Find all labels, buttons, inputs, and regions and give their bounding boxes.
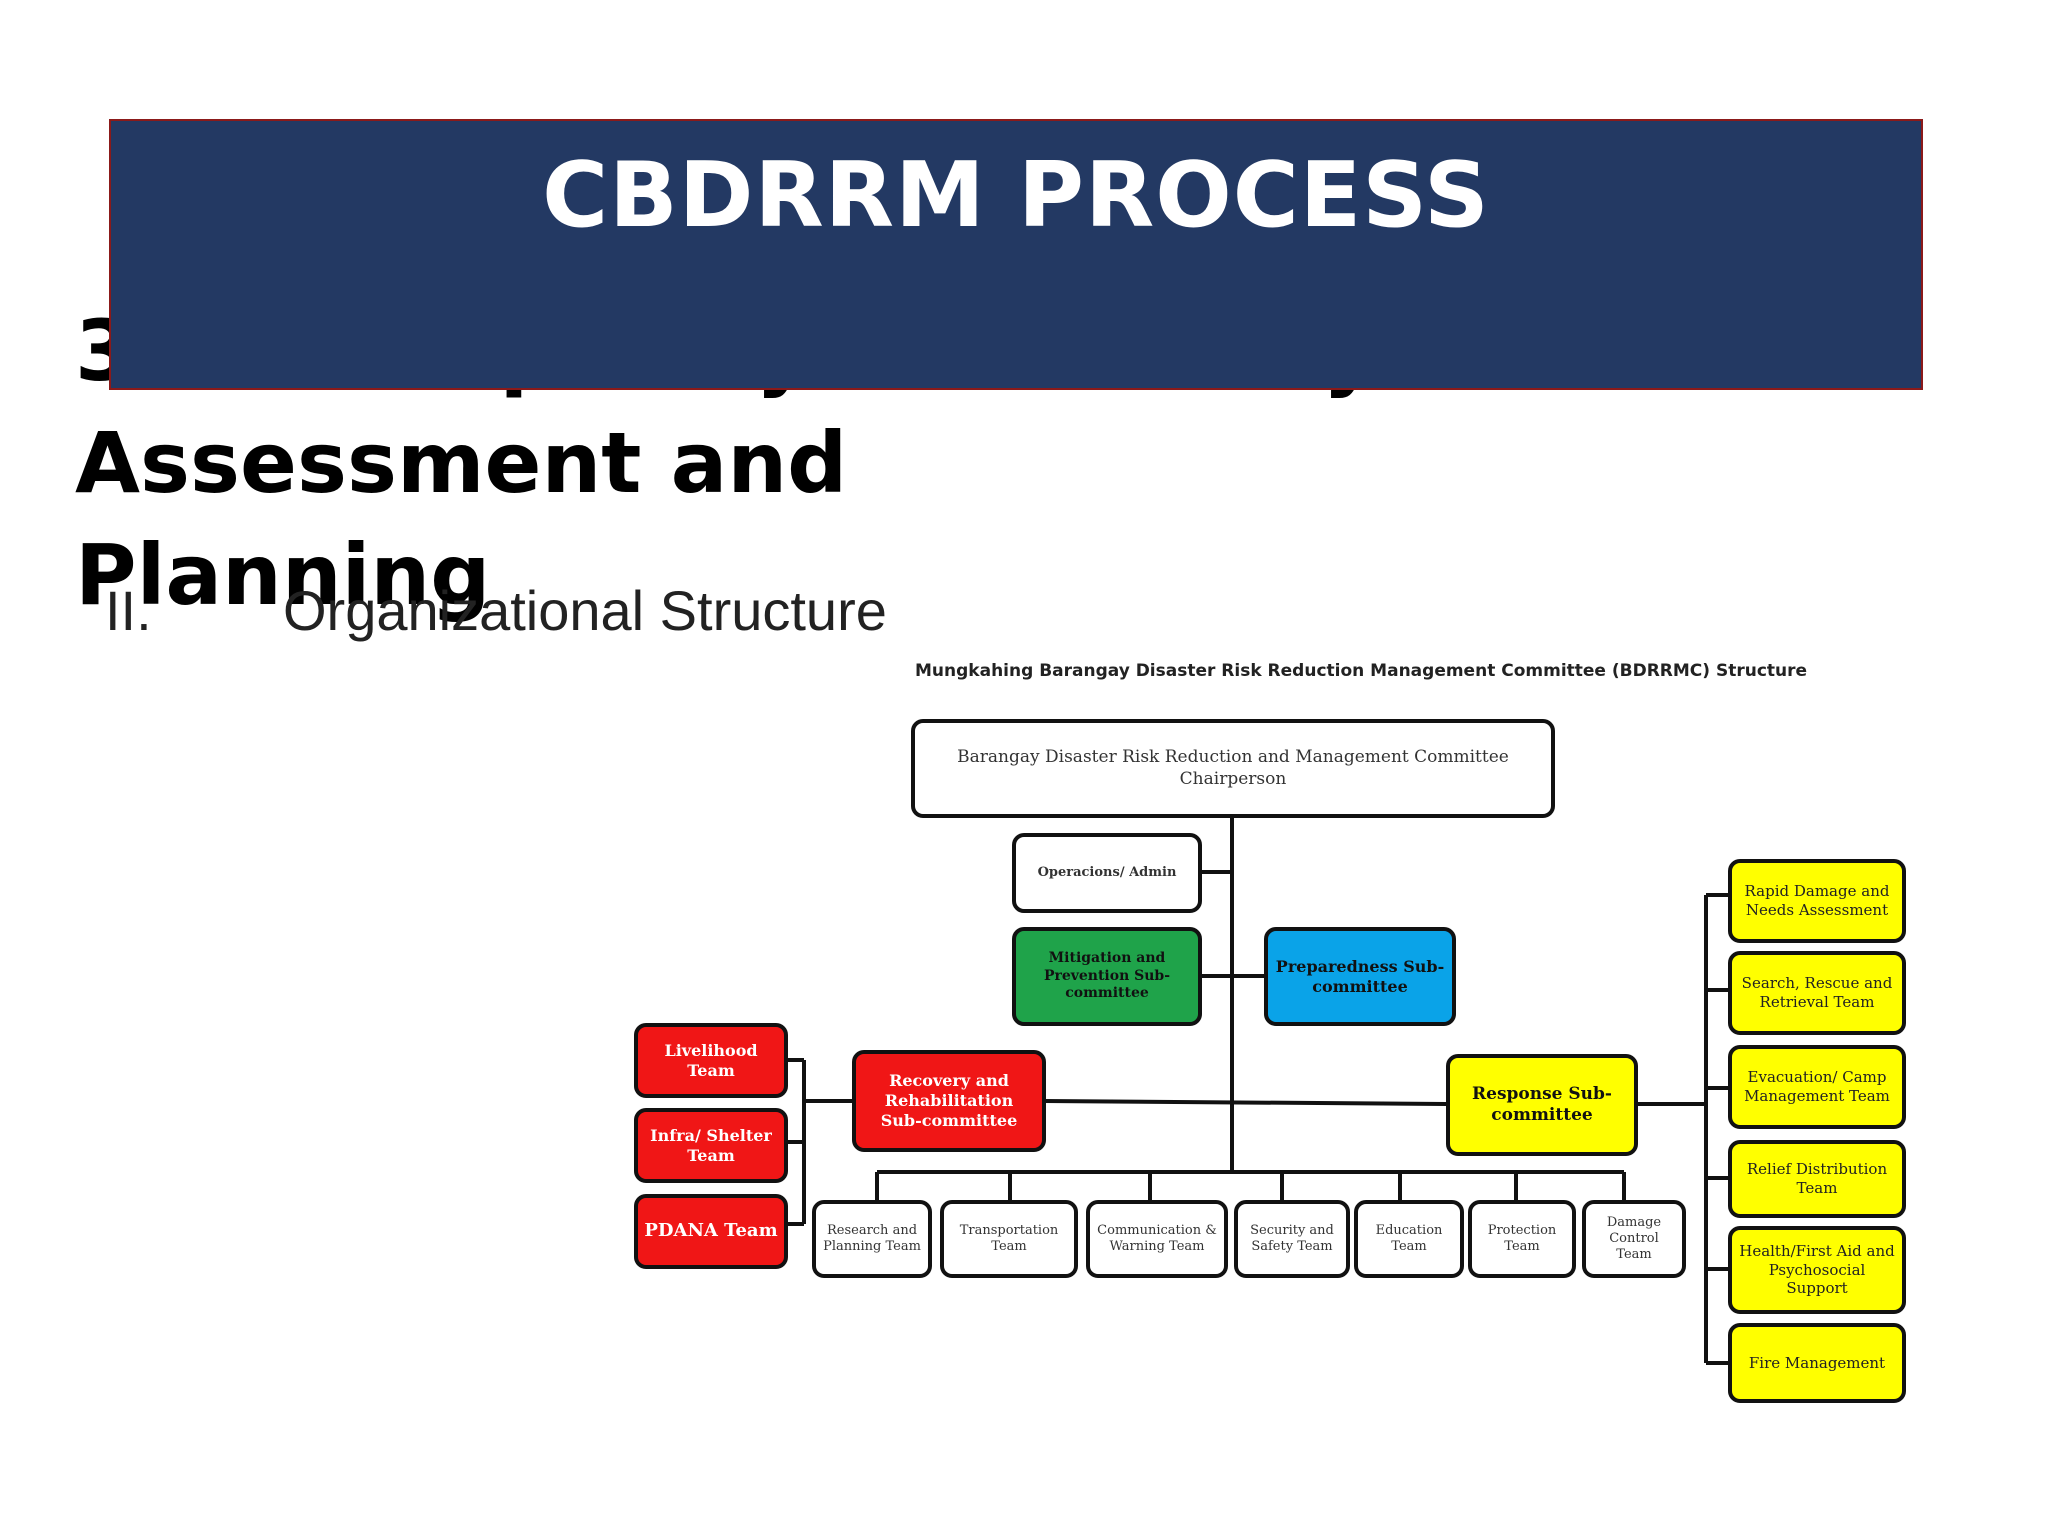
- rapid-damage-assessment-box: Rapid Damage and Needs Assessment: [1728, 859, 1906, 943]
- health-first-aid-box: Health/First Aid and Psychosocial Suppor…: [1728, 1226, 1906, 1314]
- evacuation-camp-team-box: Evacuation/ Camp Management Team: [1728, 1045, 1906, 1129]
- chairperson-line1: Barangay Disaster Risk Reduction and Man…: [957, 747, 1509, 768]
- education-team-box: Education Team: [1354, 1200, 1464, 1278]
- damage-control-team-box: Damage Control Team: [1582, 1200, 1686, 1278]
- title-banner: CBDRRM PROCESS: [109, 119, 1923, 390]
- org-chart-title: Mungkahing Barangay Disaster Risk Reduct…: [915, 661, 1808, 681]
- search-rescue-team-box: Search, Rescue and Retrieval Team: [1728, 951, 1906, 1035]
- livelihood-team-box: Livelihood Team: [634, 1023, 788, 1098]
- chairperson-box: Barangay Disaster Risk Reduction and Man…: [911, 719, 1555, 818]
- security-safety-team-box: Security and Safety Team: [1234, 1200, 1350, 1278]
- slide-heading-line2: Planning: [75, 526, 491, 624]
- transportation-team-box: Transportation Team: [940, 1200, 1078, 1278]
- protection-team-box: Protection Team: [1468, 1200, 1576, 1278]
- recovery-subcommittee-box: Recovery and Rehabilitation Sub-committe…: [852, 1050, 1046, 1152]
- communication-warning-team-box: Communication & Warning Team: [1086, 1200, 1228, 1278]
- infra-shelter-team-box: Infra/ Shelter Team: [634, 1108, 788, 1183]
- pdana-team-box: PDANA Team: [634, 1194, 788, 1269]
- response-subcommittee-box: Response Sub-committee: [1446, 1054, 1638, 1156]
- section-title: Organizational Structure: [283, 579, 887, 642]
- section-numeral: II.: [105, 579, 152, 642]
- banner-title: CBDRRM PROCESS: [542, 143, 1490, 248]
- mitigation-subcommittee-box: Mitigation and Prevention Sub-committee: [1012, 927, 1202, 1026]
- preparedness-subcommittee-box: Preparedness Sub-committee: [1264, 927, 1456, 1026]
- research-planning-team-box: Research and Planning Team: [812, 1200, 932, 1278]
- chairperson-line2: Chairperson: [1179, 768, 1287, 789]
- fire-management-box: Fire Management: [1728, 1323, 1906, 1403]
- relief-distribution-team-box: Relief Distribution Team: [1728, 1140, 1906, 1218]
- operations-admin-box: Operacions/ Admin: [1012, 833, 1202, 913]
